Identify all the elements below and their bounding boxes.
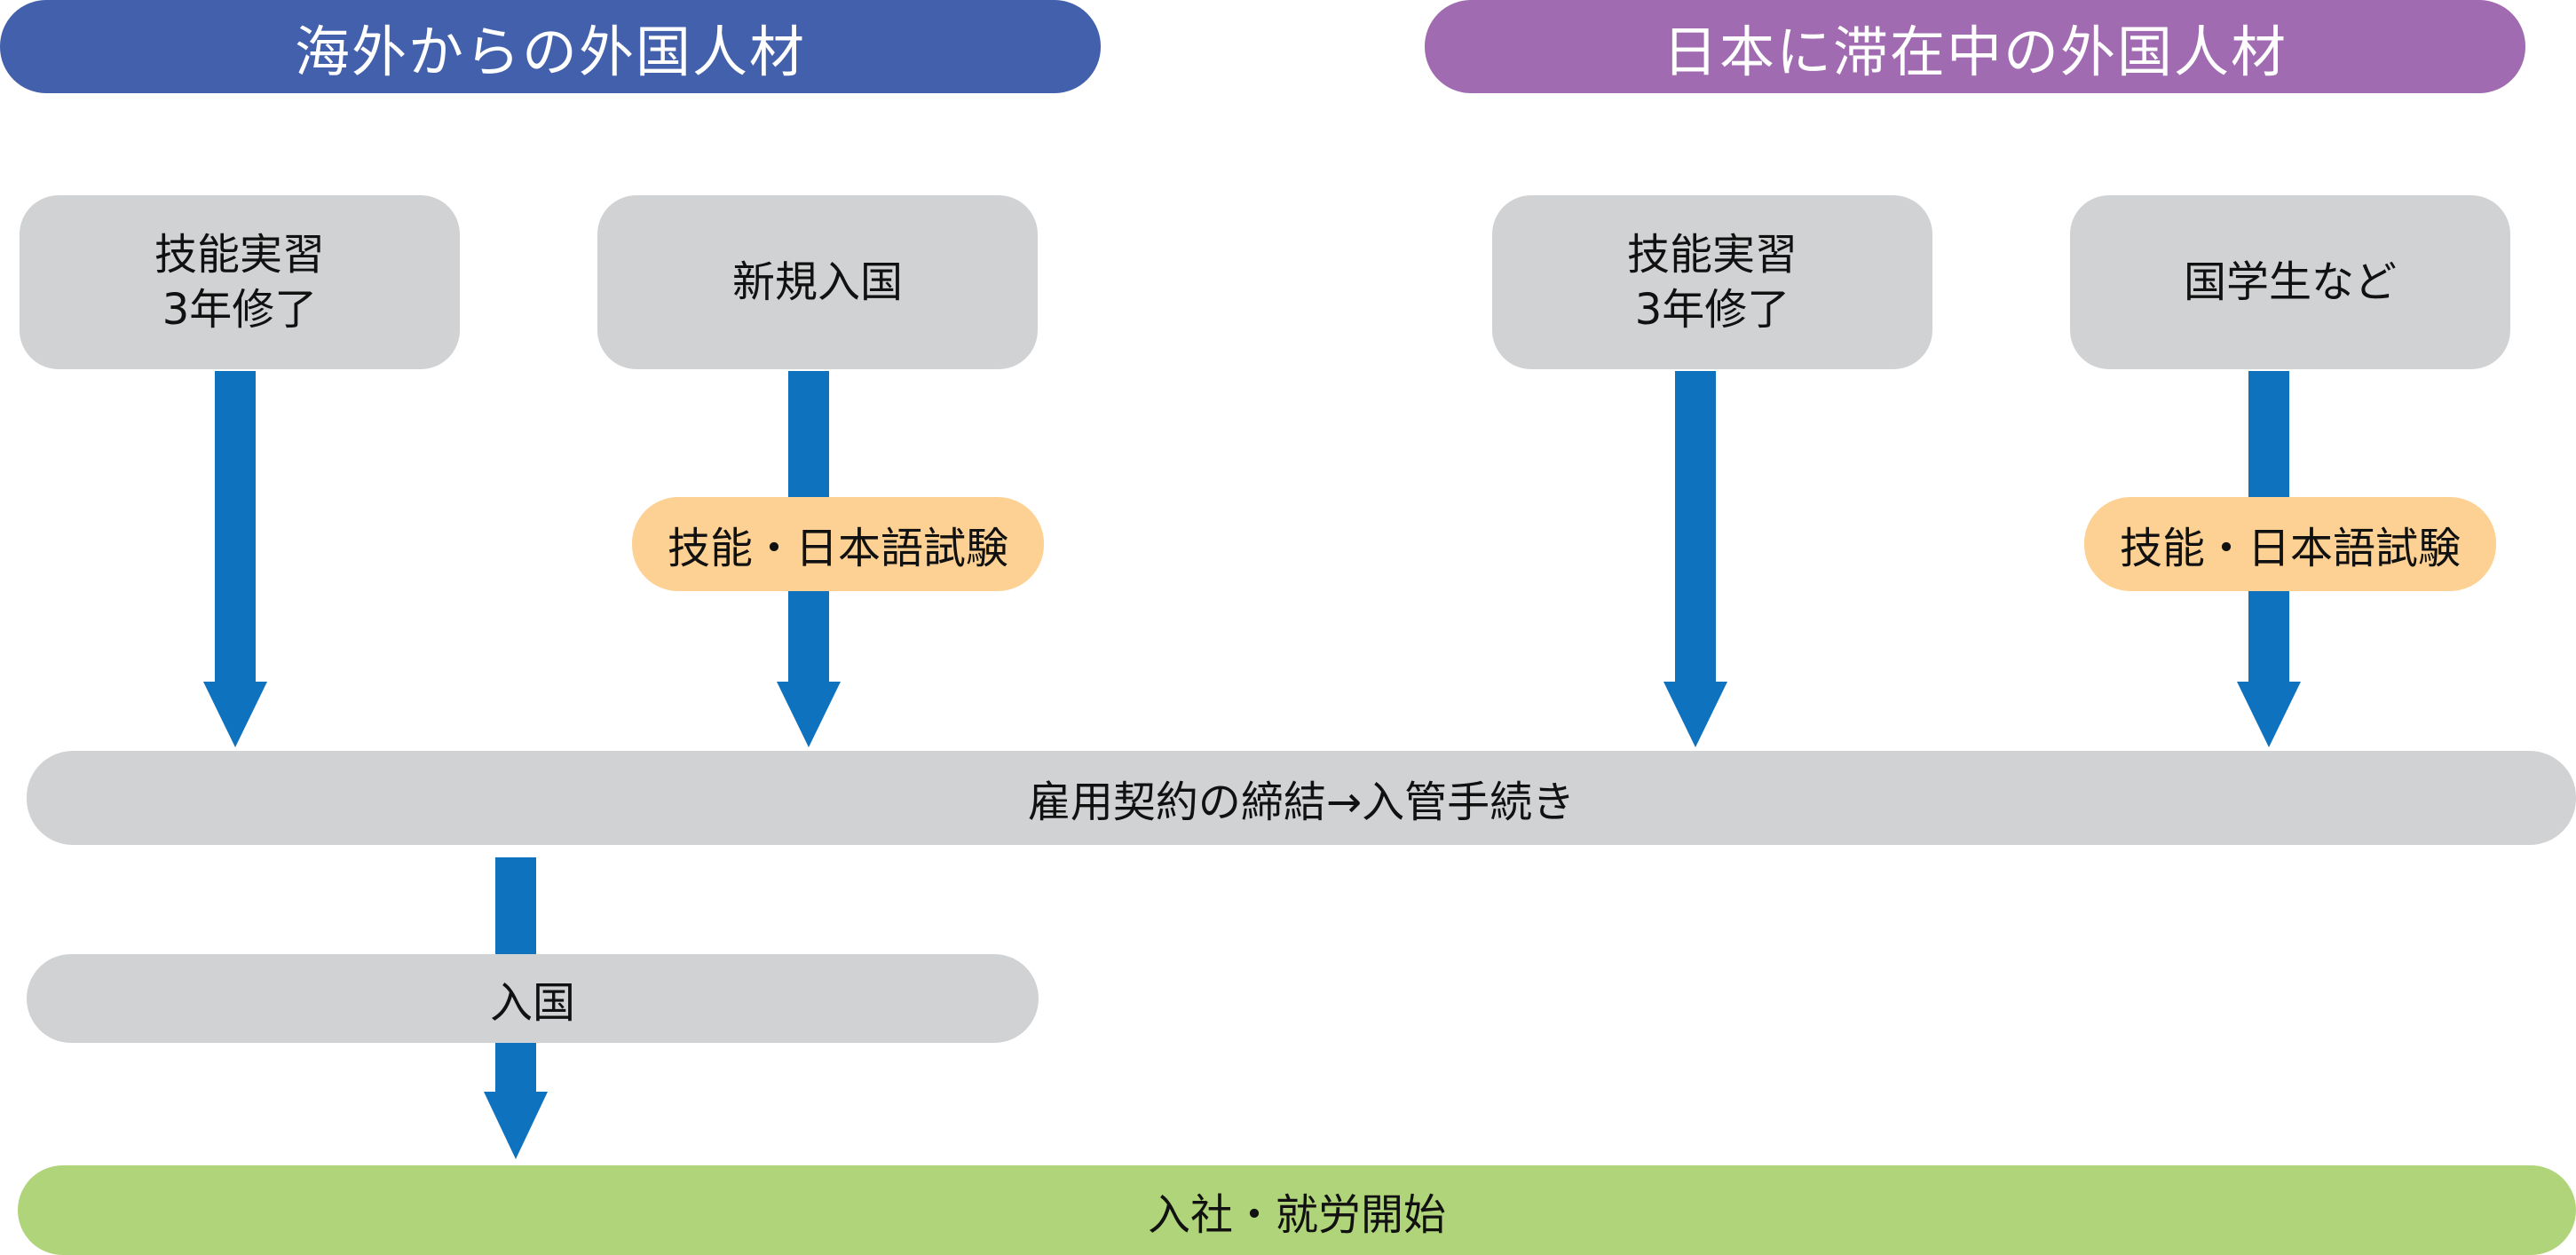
exam-box-new-entry: 技能・日本語試験	[632, 497, 1044, 591]
start-work-label: 入社・就労開始	[1147, 1189, 1446, 1240]
new-entry-box: 新規入国	[597, 195, 1038, 369]
overseas-trainee-line-1: 技能実習	[154, 229, 325, 280]
overseas-talent-header: 海外からの外国人材	[0, 0, 1101, 93]
start-work-box: 入社・就労開始	[18, 1165, 2576, 1255]
overseas-trainee-line-2: 3年修了	[162, 285, 318, 335]
resident-trainee-box: 技能実習 3年修了	[1492, 195, 1932, 369]
contract-immigration-label: 雇用契約の締結→入管手続き	[1027, 777, 1576, 827]
entry-box: 入国	[27, 954, 1039, 1043]
overseas-talent-header-label: 海外からの外国人材	[294, 19, 806, 84]
exam-box-students: 技能・日本語試験	[2084, 497, 2496, 591]
arrow-resident-trainee-to-contract	[1663, 371, 1727, 747]
students-label: 国学生など	[2183, 257, 2397, 307]
exam-label-students: 技能・日本語試験	[2119, 524, 2461, 573]
arrow-overseas-trainee-to-contract	[203, 371, 267, 747]
resident-talent-header: 日本に滞在中の外国人材	[1425, 0, 2525, 93]
resident-talent-header-label: 日本に滞在中の外国人材	[1662, 19, 2288, 84]
resident-trainee-line-1: 技能実習	[1626, 229, 1798, 280]
overseas-trainee-box: 技能実習 3年修了	[20, 195, 460, 369]
new-entry-label: 新規入国	[731, 257, 903, 307]
contract-immigration-box: 雇用契約の締結→入管手続き	[27, 751, 2576, 845]
entry-label: 入国	[489, 978, 575, 1028]
students-box: 国学生など	[2070, 195, 2510, 369]
resident-trainee-line-2: 3年修了	[1634, 285, 1790, 335]
exam-label-new-entry: 技能・日本語試験	[667, 524, 1008, 573]
